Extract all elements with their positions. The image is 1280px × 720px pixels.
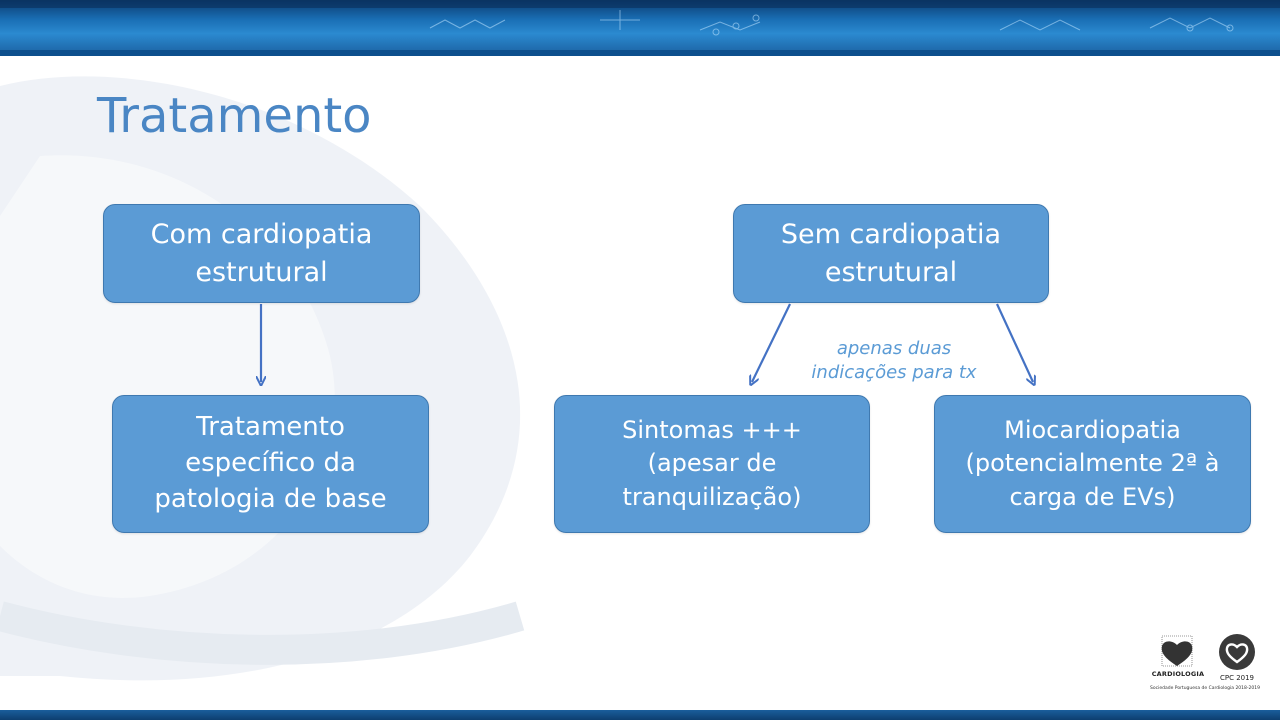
banner-decoration xyxy=(0,0,1280,36)
box-com-line1: Com cardiopatia xyxy=(150,219,373,251)
annotation-line1: apenas duas xyxy=(836,338,952,359)
box-trat-line2: específico da xyxy=(185,448,356,479)
arrow-right-to-miocardiopatia xyxy=(996,303,1033,382)
logo-graphics xyxy=(1161,634,1255,670)
bottom-banner xyxy=(0,710,1280,720)
box-com-line2: estrutural xyxy=(195,256,328,288)
box-mio-line3: carga de EVs) xyxy=(1009,482,1176,511)
box-mio-line1: Miocardiopatia xyxy=(1004,416,1181,445)
spc-logo-text: CARDIOLOGIA xyxy=(1151,670,1205,678)
box-trat-line1: Tratamento xyxy=(196,412,345,443)
footer-copyright: Sociedade Portuguesa de Cardiologia 2018… xyxy=(1150,686,1260,691)
logos-area: CARDIOLOGIA CPC 2019 Sociedade Portugues… xyxy=(1150,630,1270,700)
box-sintomas: Sintomas +++ (apesar de tranquilização) xyxy=(554,395,870,533)
box-trat-line3: patologia de base xyxy=(154,483,387,514)
box-sem-line1: Sem cardiopatia xyxy=(780,219,1002,251)
annotation-indicacoes: apenas duas indicações para tx xyxy=(795,337,993,386)
slide-title: Tratamento xyxy=(97,88,372,144)
cpc-logo-icon xyxy=(1219,634,1255,670)
box-sint-line1: Sintomas +++ xyxy=(622,416,802,445)
spc-logo-icon xyxy=(1161,635,1193,667)
arrow-right-to-sintomas xyxy=(752,303,791,382)
box-tratamento-especifico: Tratamento específico da patologia de ba… xyxy=(112,395,429,533)
box-sint-line3: tranquilização) xyxy=(622,482,802,511)
box-com-cardiopatia: Com cardiopatia estrutural xyxy=(103,204,420,303)
top-banner xyxy=(0,0,1280,56)
box-sem-line2: estrutural xyxy=(824,256,958,288)
box-sem-cardiopatia: Sem cardiopatia estrutural xyxy=(733,204,1049,303)
annotation-line2: indicações para tx xyxy=(811,362,977,384)
box-mio-line2: (potencialmente 2ª à xyxy=(965,449,1220,478)
box-sint-line2: (apesar de xyxy=(647,449,777,478)
cpc-logo-text: CPC 2019 xyxy=(1219,674,1255,682)
box-miocardiopatia: Miocardiopatia (potencialmente 2ª à carg… xyxy=(934,395,1251,533)
